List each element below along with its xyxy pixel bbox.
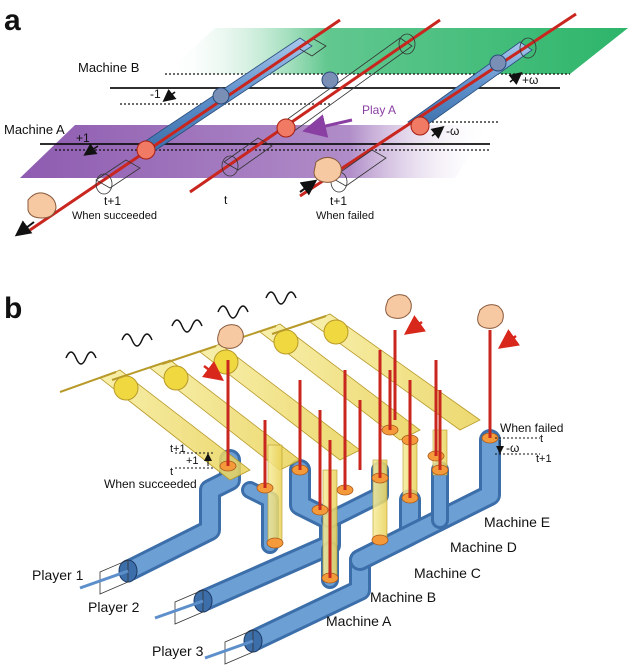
- machine-a-label-b: Machine A: [326, 613, 392, 629]
- t-plus-1-right-label: t+1: [330, 194, 347, 208]
- orange-discs: [219, 424, 499, 584]
- bracket-left: [175, 452, 215, 469]
- machine-b-label-b: Machine B: [370, 589, 436, 605]
- t-plus-1-left-label: t+1: [104, 194, 121, 208]
- minus-omega-label-b: -ω: [506, 441, 519, 455]
- bracket-right: [495, 437, 540, 455]
- plus-omega-label: +ω: [522, 73, 538, 87]
- red-rods[interactable]: [226, 330, 492, 578]
- plus-one-label: +1: [76, 131, 90, 145]
- plus-omega-arrow: [508, 72, 523, 85]
- t-right-label: t: [540, 433, 543, 445]
- minus-omega-label: -ω: [446, 124, 459, 138]
- player-2-label: Player 2: [88, 599, 140, 615]
- t-mid-label: t: [224, 193, 228, 207]
- play-a-label: Play A: [362, 103, 396, 117]
- player-3-label: Player 3: [152, 643, 204, 659]
- machine-c-label: Machine C: [414, 565, 481, 581]
- hand-icon-b2: [385, 294, 427, 335]
- minus-omega-arrow: [430, 126, 445, 139]
- tube-2: [189, 18, 441, 194]
- hand-icon-b1: [202, 324, 244, 381]
- t-plus-1-left-label-b: t+1: [170, 443, 186, 455]
- panel-a-letter: a: [4, 4, 21, 37]
- tube-3: [299, 12, 577, 198]
- machine-b-label: Machine B: [78, 60, 139, 75]
- when-succeeded-label: When succeeded: [72, 210, 157, 222]
- minus-one-label: -1: [150, 87, 161, 101]
- panel-a: a: [4, 4, 628, 237]
- t-plus-1-right-label-b: t+1: [536, 453, 552, 465]
- panel-b: b: [4, 291, 563, 665]
- wave-icons: [65, 291, 297, 365]
- hand-pull-icon: [14, 192, 57, 237]
- play-a-arrow: [302, 114, 353, 138]
- when-failed-label: When failed: [316, 210, 374, 222]
- t-left-label-b: t: [170, 466, 173, 478]
- machine-a-plane: [20, 125, 490, 178]
- rod-2[interactable]: [189, 18, 441, 194]
- player-inlets: [79, 559, 263, 665]
- when-failed-label-b: When failed: [500, 421, 563, 435]
- machine-e-label: Machine E: [484, 514, 550, 530]
- machine-d-label: Machine D: [450, 539, 517, 555]
- plus-one-arrow: [83, 143, 99, 156]
- tube-1: [29, 18, 341, 232]
- rod-1[interactable]: [29, 18, 341, 232]
- when-succeeded-label-b: When succeeded: [104, 477, 197, 491]
- hand-icon-b3: [477, 304, 521, 349]
- hand-push-icon: [299, 156, 342, 196]
- machine-a-label: Machine A: [4, 122, 65, 137]
- panel-b-letter: b: [4, 292, 22, 325]
- minus-one-arrow: [162, 89, 177, 102]
- rod-3[interactable]: [299, 12, 577, 198]
- player-1-label: Player 1: [32, 567, 84, 583]
- plus-one-label-b: +1: [186, 455, 199, 467]
